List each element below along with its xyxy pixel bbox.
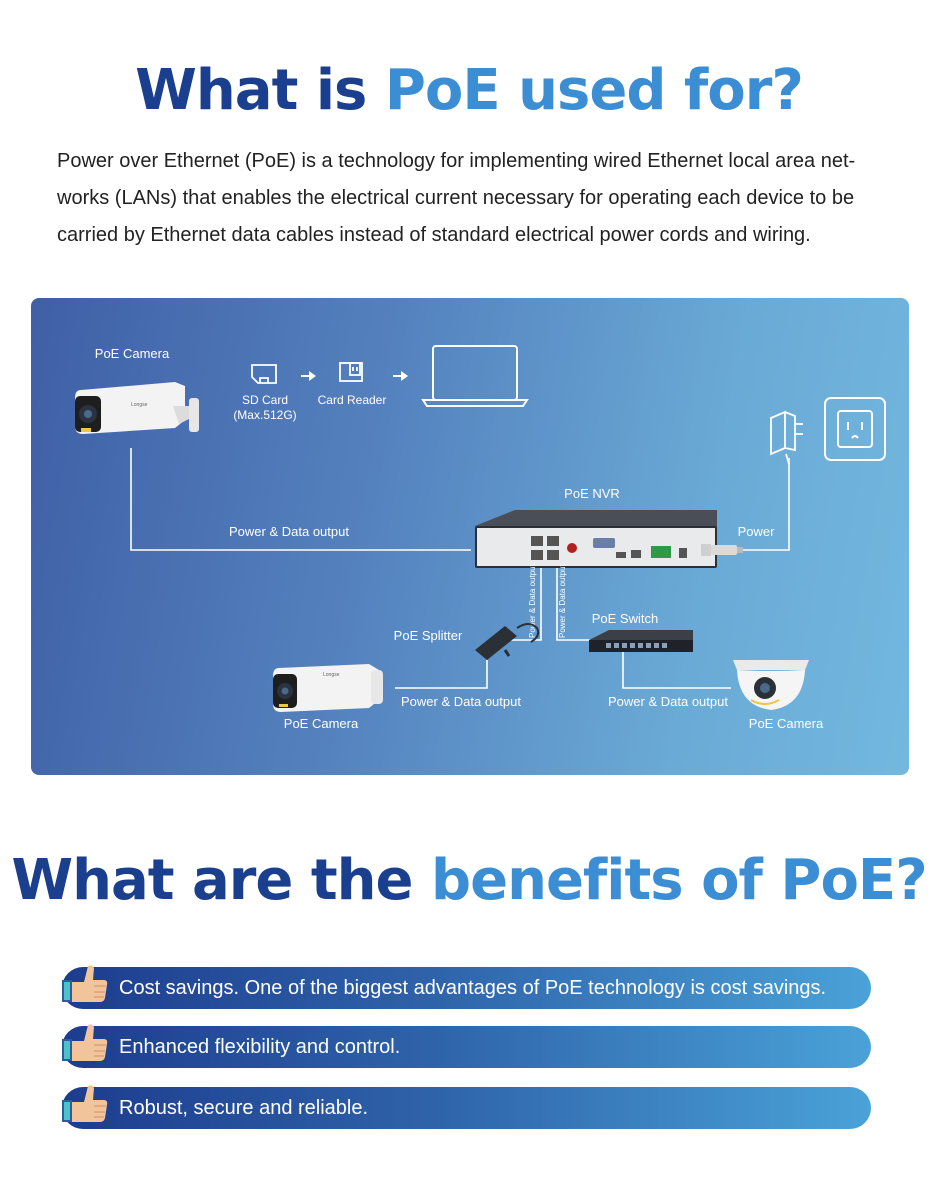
benefit-text: Cost savings. One of the biggest advanta… (119, 977, 827, 999)
laptop-icon (421, 345, 529, 407)
section-title-poe-benefits: What are the benefits of PoE? (11, 848, 927, 913)
camera-bottom-left-label: PoE Camera (284, 716, 359, 731)
line-splitter-to-camera (395, 660, 488, 689)
power-data-output-right-label: Power & Data output (608, 694, 728, 709)
thumbs-up-icon (62, 1085, 108, 1122)
benefit-item: Cost savings. One of the biggest advanta… (62, 965, 871, 1009)
poe-splitter-icon (475, 623, 540, 660)
camera-brand: Longse (323, 672, 340, 678)
splitter-label: PoE Splitter (394, 628, 463, 643)
card-reader-icon (339, 362, 363, 382)
sd-card-label: SD Card (242, 393, 288, 407)
camera-top-label: PoE Camera (95, 346, 170, 361)
camera-brand: Longse (131, 402, 148, 408)
thumbs-up-icon (62, 965, 108, 1002)
line-nvr-to-splitter (509, 568, 542, 641)
switch-label: PoE Switch (592, 611, 658, 626)
vertical-label-1: Power & Data output (528, 563, 537, 638)
power-data-output-top-label: Power & Data output (229, 524, 349, 539)
line-nvr-to-switch (556, 568, 591, 641)
bullet-camera-bottom-icon: Longse (273, 664, 383, 712)
camera-bottom-right-label: PoE Camera (749, 716, 824, 731)
dome-camera-icon (733, 660, 809, 710)
sd-card-icon (251, 364, 277, 384)
benefit-item: Robust, secure and reliable. (62, 1085, 871, 1129)
power-label: Power (738, 524, 776, 539)
card-reader-label: Card Reader (318, 393, 387, 407)
line-camera-to-nvr (130, 448, 471, 551)
nvr-device-icon (475, 510, 717, 568)
arrow-right-icon (301, 371, 316, 381)
bullet-camera-top-icon: Longse (75, 382, 199, 434)
section-title-poe-use: What is PoE used for? (135, 58, 804, 123)
power-plug-icon (701, 544, 743, 556)
intro-paragraph: Power over Ethernet (PoE) is a technolog… (57, 150, 856, 246)
thumbs-up-icon (62, 1024, 108, 1061)
power-data-output-left-label: Power & Data output (401, 694, 521, 709)
sd-card-capacity: (Max.512G) (233, 408, 296, 422)
benefit-text: Enhanced flexibility and control. (119, 1036, 401, 1058)
line-switch-to-camera (622, 652, 731, 689)
arrow-right-icon (393, 371, 408, 381)
line-power-to-nvr (721, 458, 790, 551)
poe-switch-icon (589, 630, 693, 652)
poe-network-diagram: Longse PoE Camera SD Card (Max.512G) Car… (31, 298, 909, 775)
benefit-item: Enhanced flexibility and control. (62, 1024, 871, 1068)
benefit-text: Robust, secure and reliable. (119, 1097, 369, 1119)
vertical-label-2: Power & Data output (558, 563, 567, 638)
nvr-label: PoE NVR (564, 486, 620, 501)
wall-outlet-icon (824, 397, 886, 461)
power-adapter-icon (770, 410, 803, 465)
